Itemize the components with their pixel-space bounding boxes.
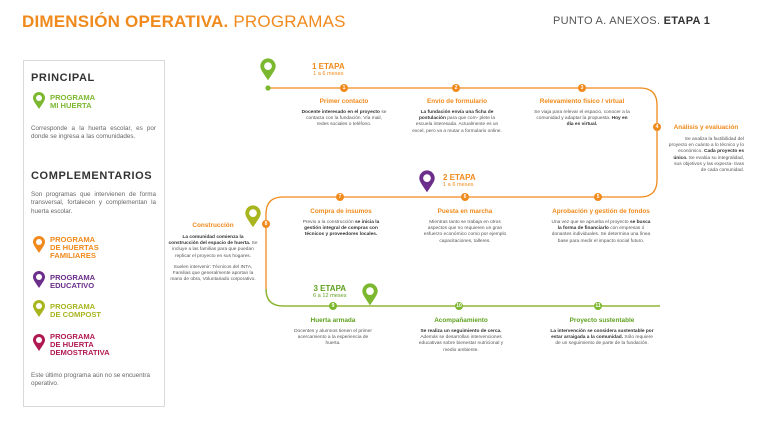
step-4-title: Análisis y evaluación	[673, 124, 739, 131]
step-7-title: Compra de insumos	[310, 208, 372, 215]
step-11-card: Proyecto sustentable La intervención se …	[550, 317, 654, 347]
step-7-card: Compra de insumos Previo a la construcci…	[294, 208, 388, 239]
step-1-marker: 1	[340, 84, 348, 92]
step-10-marker: 10	[455, 302, 463, 310]
section-reference: PUNTO A. ANEXOS. ETAPA 1	[553, 15, 710, 27]
stage-2-label: 2 ETAPA 1 a 6 meses	[443, 173, 476, 188]
program-educativo: PROGRAMA EDUCATIVO	[50, 273, 96, 291]
stage-2-title: 2 ETAPA	[443, 173, 476, 182]
step-4-card: Análisis y evaluación Se analiza la fact…	[668, 124, 744, 174]
section-reference-prefix: PUNTO A. ANEXOS.	[553, 15, 661, 27]
program-legend-panel	[23, 60, 165, 407]
step-8-marker: 8	[262, 220, 270, 228]
stage-3-label: 3 ETAPA 6 a 12 meses	[313, 284, 347, 299]
step-2-marker: 2	[452, 84, 460, 92]
stage-1-title: 1 ETAPA	[312, 62, 345, 71]
page-title-bold: DIMENSIÓN OPERATIVA.	[22, 12, 229, 31]
step-9-marker: 9	[329, 302, 337, 310]
huerta-demostrativa-pin-icon	[33, 334, 45, 351]
step-4-marker: 4	[653, 123, 661, 131]
program-compost: PROGRAMA DE COMPOST	[50, 302, 102, 320]
stage-3-title: 3 ETAPA	[313, 284, 347, 293]
footer-note: Este último programa aún no se encuentra…	[31, 372, 151, 388]
step-3-card: Relevamiento físico / virtual Se viaja p…	[534, 98, 630, 128]
step-2-card: Envío de formulario La fundación envía u…	[412, 98, 502, 134]
stage-3-pin-icon	[362, 283, 378, 306]
stage-2-duration: 1 a 6 meses	[443, 182, 474, 188]
step-8-card: Construcción La comunidad comienza la co…	[168, 222, 258, 283]
step-5-card: Aprobación y gestión de fondos Una vez q…	[551, 208, 651, 244]
step-6-title: Puesta en marcha	[437, 208, 493, 215]
stage-1-duration: 1 a 6 meses	[313, 71, 344, 77]
construction-pin-icon	[245, 205, 261, 228]
step-2-title: Envío de formulario	[426, 98, 487, 105]
complementarios-heading: COMPLEMENTARIOS	[31, 170, 153, 182]
step-1-title: Primer contacto	[319, 98, 369, 105]
step-5-marker: 5	[594, 193, 602, 201]
complementarios-description: Son programas que intervienen de forma t…	[31, 191, 156, 215]
step-10-title: Acompañamiento	[434, 317, 488, 324]
stage-1-pin-icon	[260, 58, 276, 81]
program-huertas-familiares: PROGRAMA DE HUERTAS FAMILIARES	[50, 235, 99, 261]
step-5-title: Aprobación y gestión de fondos	[552, 208, 650, 215]
step-11-title: Proyecto sustentable	[569, 317, 635, 324]
principal-description: Corresponde a la huerta escolar, es por …	[31, 125, 156, 141]
step-8-title: Construcción	[192, 222, 234, 229]
step-3-title: Relevamiento físico / virtual	[539, 98, 625, 105]
compost-pin-icon	[33, 300, 45, 317]
section-reference-stage: ETAPA 1	[663, 15, 711, 27]
step-9-card: Huerta armada Docentes y alumnos tienen …	[290, 317, 376, 348]
step-10-card: Acompañamiento Se realiza un seguimiento…	[412, 317, 510, 354]
stage-3-duration: 6 a 12 meses	[313, 293, 347, 299]
educativo-pin-icon	[33, 271, 45, 288]
stage-1-label: 1 ETAPA 1 a 6 meses	[312, 62, 345, 77]
step-1-card: Primer contacto Docente interesado en el…	[301, 98, 387, 128]
step-6-card: Puesta en marcha Mientras tanto se traba…	[420, 208, 510, 245]
step-11-marker: 11	[594, 302, 602, 310]
program-mi-huerta: PROGRAMA MI HUERTA	[50, 93, 96, 111]
page-title: DIMENSIÓN OPERATIVA. PROGRAMAS	[22, 12, 346, 32]
huertas-familiares-pin-icon	[33, 236, 45, 253]
page-title-light: PROGRAMAS	[233, 12, 346, 31]
step-3-marker: 3	[578, 84, 586, 92]
step-7-marker: 7	[336, 193, 344, 201]
stage-2-pin-icon	[419, 170, 435, 193]
program-huerta-demostrativa: PROGRAMA DE HUERTA DEMOSTRATIVA	[50, 332, 110, 358]
mi-huerta-pin-icon	[33, 92, 45, 109]
step-9-title: Huerta armada	[310, 317, 356, 324]
principal-heading: PRINCIPAL	[31, 72, 95, 84]
step-6-marker: 6	[461, 193, 469, 201]
